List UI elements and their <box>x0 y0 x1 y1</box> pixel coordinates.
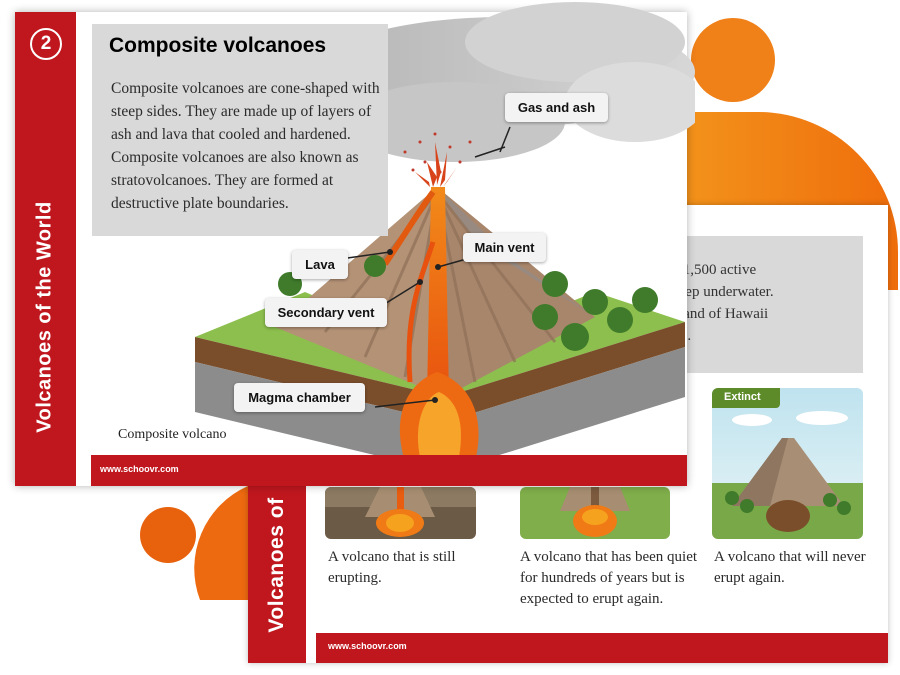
composite-volcano-diagram <box>195 2 695 462</box>
main-vent <box>427 187 449 397</box>
section-description: Composite volcanoes are cone-shaped with… <box>111 80 380 212</box>
active-caption: A volcano that is still erupting. <box>328 549 456 586</box>
extinct-volcano-illustration <box>712 388 863 539</box>
info-line: ve volcano. <box>680 325 805 347</box>
label-lava: Lava <box>292 250 348 279</box>
dormant-volcano-illustration <box>520 487 670 539</box>
front-footer: www.schoovr.com <box>91 455 687 486</box>
leader-dot <box>435 264 441 270</box>
info-text: re around 1,500 active e found deep unde… <box>680 259 863 347</box>
extinct-badge: Extinct <box>712 388 780 408</box>
leader-dot <box>432 397 438 403</box>
lava-flow <box>382 190 436 266</box>
leader-dot <box>417 279 423 285</box>
front-footer-url[interactable]: www.schoovr.com <box>100 464 179 474</box>
info-box: re around 1,500 active e found deep unde… <box>680 236 863 373</box>
description-box: Composite volcanoes Composite volcanoes … <box>92 24 388 236</box>
back-footer-url[interactable]: www.schoovr.com <box>328 641 407 651</box>
page-number-badge: 2 <box>30 28 62 60</box>
orange-arc-left <box>194 486 248 600</box>
dormant-caption: A volcano that has been quiet for hundre… <box>520 549 698 607</box>
active-volcano-illustration <box>325 487 476 539</box>
rock-right <box>445 347 685 462</box>
soil-left <box>195 337 445 422</box>
extinct-volcano-image: Extinct <box>712 388 863 539</box>
front-page: 2 Volcanoes of the World <box>15 2 695 486</box>
info-line: olcanic island of Hawaii <box>680 306 769 322</box>
soil-right <box>445 322 685 422</box>
info-line: e found deep underwater. <box>680 284 774 300</box>
secondary-vent <box>406 241 436 383</box>
eruption-spatter <box>415 142 457 187</box>
diagram-caption: Composite volcano <box>118 427 227 442</box>
front-sidebar-title: Volcanoes of the World <box>33 201 56 433</box>
label-magma-chamber: Magma chamber <box>234 383 365 412</box>
orange-circle-top <box>691 18 775 102</box>
active-volcano-image <box>325 487 476 539</box>
label-secondary-vent: Secondary vent <box>265 298 387 327</box>
front-sidebar <box>15 12 76 486</box>
dormant-volcano-image <box>520 487 670 539</box>
label-main-vent: Main vent <box>463 233 546 262</box>
orange-circle-bottom <box>140 507 196 563</box>
info-line: re around 1,500 active <box>680 262 757 278</box>
section-title: Composite volcanoes <box>109 34 327 57</box>
magma-glow <box>417 392 461 457</box>
label-gas-and-ash: Gas and ash <box>505 93 608 122</box>
back-footer: www.schoovr.com <box>316 633 888 663</box>
leader-dot <box>387 249 393 255</box>
trees <box>278 255 658 351</box>
extinct-caption: A volcano that will never erupt again. <box>714 549 866 586</box>
back-sidebar-title: Volcanoes of <box>265 497 288 633</box>
